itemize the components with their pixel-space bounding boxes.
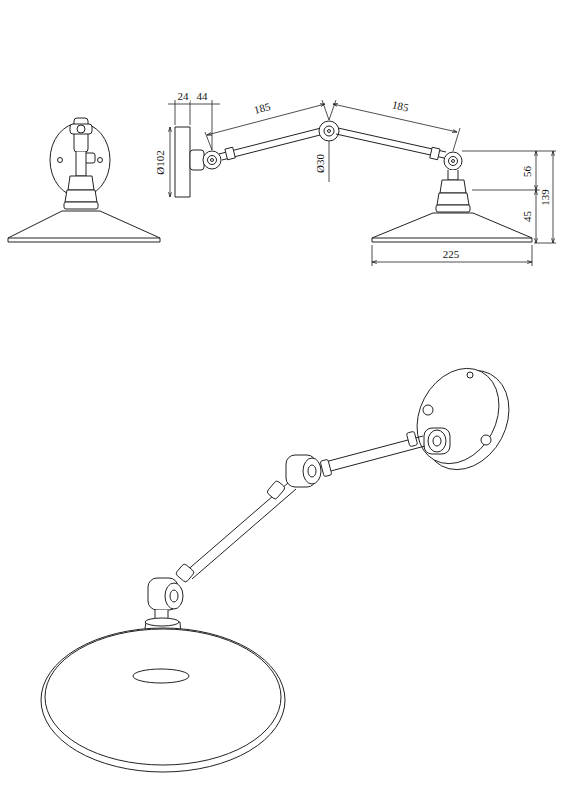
dimension-lines	[168, 100, 556, 266]
dimension-label: Ø30	[314, 153, 325, 174]
isometric-view	[41, 354, 526, 772]
dimension-label: 56	[522, 165, 533, 178]
front-view	[8, 118, 160, 242]
dimension-label: 45	[522, 210, 533, 223]
dimension-label: 185	[390, 99, 411, 114]
dimension-label: 225	[442, 249, 461, 260]
side-view	[175, 121, 532, 242]
dimension-label: Ø102	[154, 149, 165, 175]
dimension-label: 24	[177, 91, 190, 102]
dimension-label: 44	[196, 91, 209, 102]
dimension-label: 185	[252, 100, 273, 115]
dimension-label: 139	[540, 188, 551, 207]
